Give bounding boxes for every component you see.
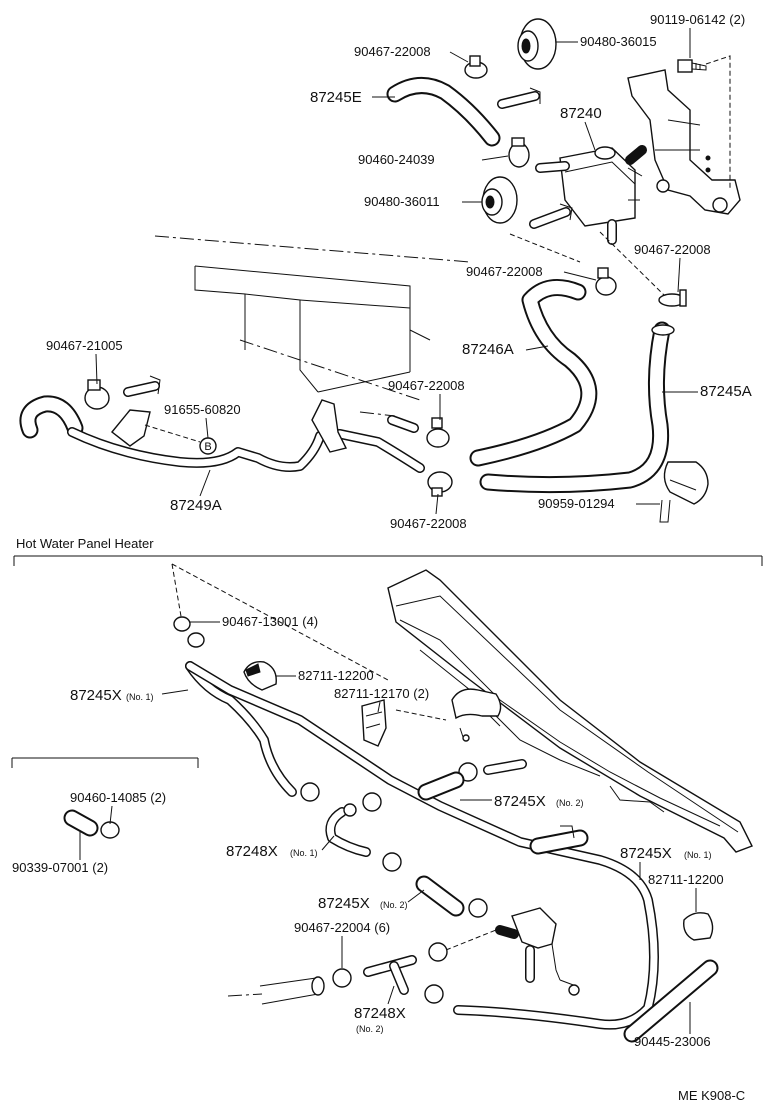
label-90467-22008-b: 90467-22008 xyxy=(466,264,543,279)
label-87245X-no1-a-sub: (No. 1) xyxy=(126,692,154,702)
label-90959-01294: 90959-01294 xyxy=(538,496,615,511)
hose-87246A xyxy=(469,279,598,467)
hose-87245A xyxy=(479,321,675,494)
bolt xyxy=(677,59,707,73)
label-87246A: 87246A xyxy=(462,341,514,358)
label-87245X-no2-a-sub: (No. 2) xyxy=(556,798,584,808)
hose-clip-8 xyxy=(173,616,205,648)
svg-text:B: B xyxy=(204,441,211,453)
short-tube-left xyxy=(123,375,161,397)
hose-clip-1 xyxy=(464,55,488,79)
label-87245E: 87245E xyxy=(310,89,362,106)
hose-clamp-3 xyxy=(361,699,387,747)
label-82711-12170: 82711-12170 (2) xyxy=(334,686,429,701)
hose-clamp xyxy=(659,461,709,523)
tube-87249A xyxy=(19,395,425,473)
label-90467-21005: 90467-21005 xyxy=(46,338,123,353)
label-90467-22008-e: 90467-22008 xyxy=(390,516,467,531)
label-91655-60820: 91655-60820 xyxy=(164,402,241,417)
hose-87245E xyxy=(386,77,501,147)
label-90480-36015: 90480-36015 xyxy=(580,34,657,49)
label-90445-23006: 90445-23006 xyxy=(634,1034,711,1049)
water-valve xyxy=(535,145,647,245)
label-87248X-no1: 87248X xyxy=(226,843,278,860)
label-87249A: 87249A xyxy=(170,497,222,514)
hose-clip-3 xyxy=(595,267,617,296)
hose-clip-11 xyxy=(382,852,402,872)
label-87248X-no1-sub: (No. 1) xyxy=(290,848,318,858)
grommet-upper xyxy=(517,18,557,70)
hose-87245X-no2-upper xyxy=(417,759,527,801)
hose-87245X-no1-upper xyxy=(185,661,659,1030)
tube-87248X-no1 xyxy=(325,803,371,857)
hose-clip-7 xyxy=(427,471,453,497)
section-title: Hot Water Panel Heater xyxy=(16,536,154,551)
label-87245X-no1-b: 87245X xyxy=(620,845,672,862)
hose-clip-9 xyxy=(300,782,320,802)
label-87245X-no1-a: 87245X xyxy=(70,687,122,704)
label-90467-13001: 90467-13001 (4) xyxy=(222,614,318,629)
tube-87248X-no2 xyxy=(363,955,417,995)
hose-clip-10 xyxy=(362,762,478,812)
label-90460-24039: 90460-24039 xyxy=(358,152,435,167)
hose-clip-6 xyxy=(426,417,450,448)
short-tube-mid xyxy=(529,203,573,229)
label-87240: 87240 xyxy=(560,105,602,122)
inset-box xyxy=(11,757,199,839)
label-87245A: 87245A xyxy=(700,383,752,400)
hose-clip-13 xyxy=(424,942,448,1004)
engine-block-outline xyxy=(154,235,471,417)
hose-clip-12 xyxy=(468,898,488,918)
grommet-lower xyxy=(481,176,518,224)
panel-heater-outline xyxy=(387,569,753,853)
hose-90445-23006 xyxy=(623,959,719,1043)
short-tube-right xyxy=(387,415,419,433)
hose-clip-4 xyxy=(658,289,687,307)
label-87245X-no2-a: 87245X xyxy=(494,793,546,810)
label-90460-14085: 90460-14085 (2) xyxy=(70,790,166,805)
mounting-bracket xyxy=(627,69,741,215)
label-90467-22008-a: 90467-22008 xyxy=(354,44,431,59)
hose-connector xyxy=(529,825,589,855)
label-90467-22004: 90467-22004 (6) xyxy=(294,920,390,935)
label-90480-36011: 90480-36011 xyxy=(364,194,440,209)
panel-water-valve xyxy=(495,907,580,996)
label-90119-06142: 90119-06142 (2) xyxy=(650,12,745,27)
hose-clamp-4 xyxy=(451,688,502,742)
label-87245X-no2-b: 87245X xyxy=(318,895,370,912)
hose-clamp-2 xyxy=(243,661,277,691)
label-87245X-no2-b-sub: (No. 2) xyxy=(380,900,408,910)
hose-clamp-5 xyxy=(683,912,714,941)
tube-bracket xyxy=(111,399,348,453)
label-87245X-no1-b-sub: (No. 1) xyxy=(684,850,712,860)
label-82711-12200-b: 82711-12200 xyxy=(648,872,724,887)
hose-clip-14 xyxy=(332,968,352,988)
label-82711-12200-a: 82711-12200 xyxy=(298,668,374,683)
label-87248X-no2: 87248X xyxy=(354,1005,406,1022)
pipe-stub xyxy=(227,976,325,1005)
callout-B: B xyxy=(199,437,217,455)
label-90339-07001: 90339-07001 (2) xyxy=(12,860,108,875)
diagram-code: ME K908-C xyxy=(678,1088,745,1103)
label-90467-22008-c: 90467-22008 xyxy=(634,242,711,257)
hose-clip-2 xyxy=(508,137,530,168)
hose-87245X-no2-lower xyxy=(415,875,465,917)
short-tube-upper xyxy=(497,87,541,109)
hose-clip-5 xyxy=(84,379,110,410)
label-90467-22008-d: 90467-22008 xyxy=(388,378,465,393)
label-87248X-no2-sub: (No. 2) xyxy=(356,1024,384,1034)
